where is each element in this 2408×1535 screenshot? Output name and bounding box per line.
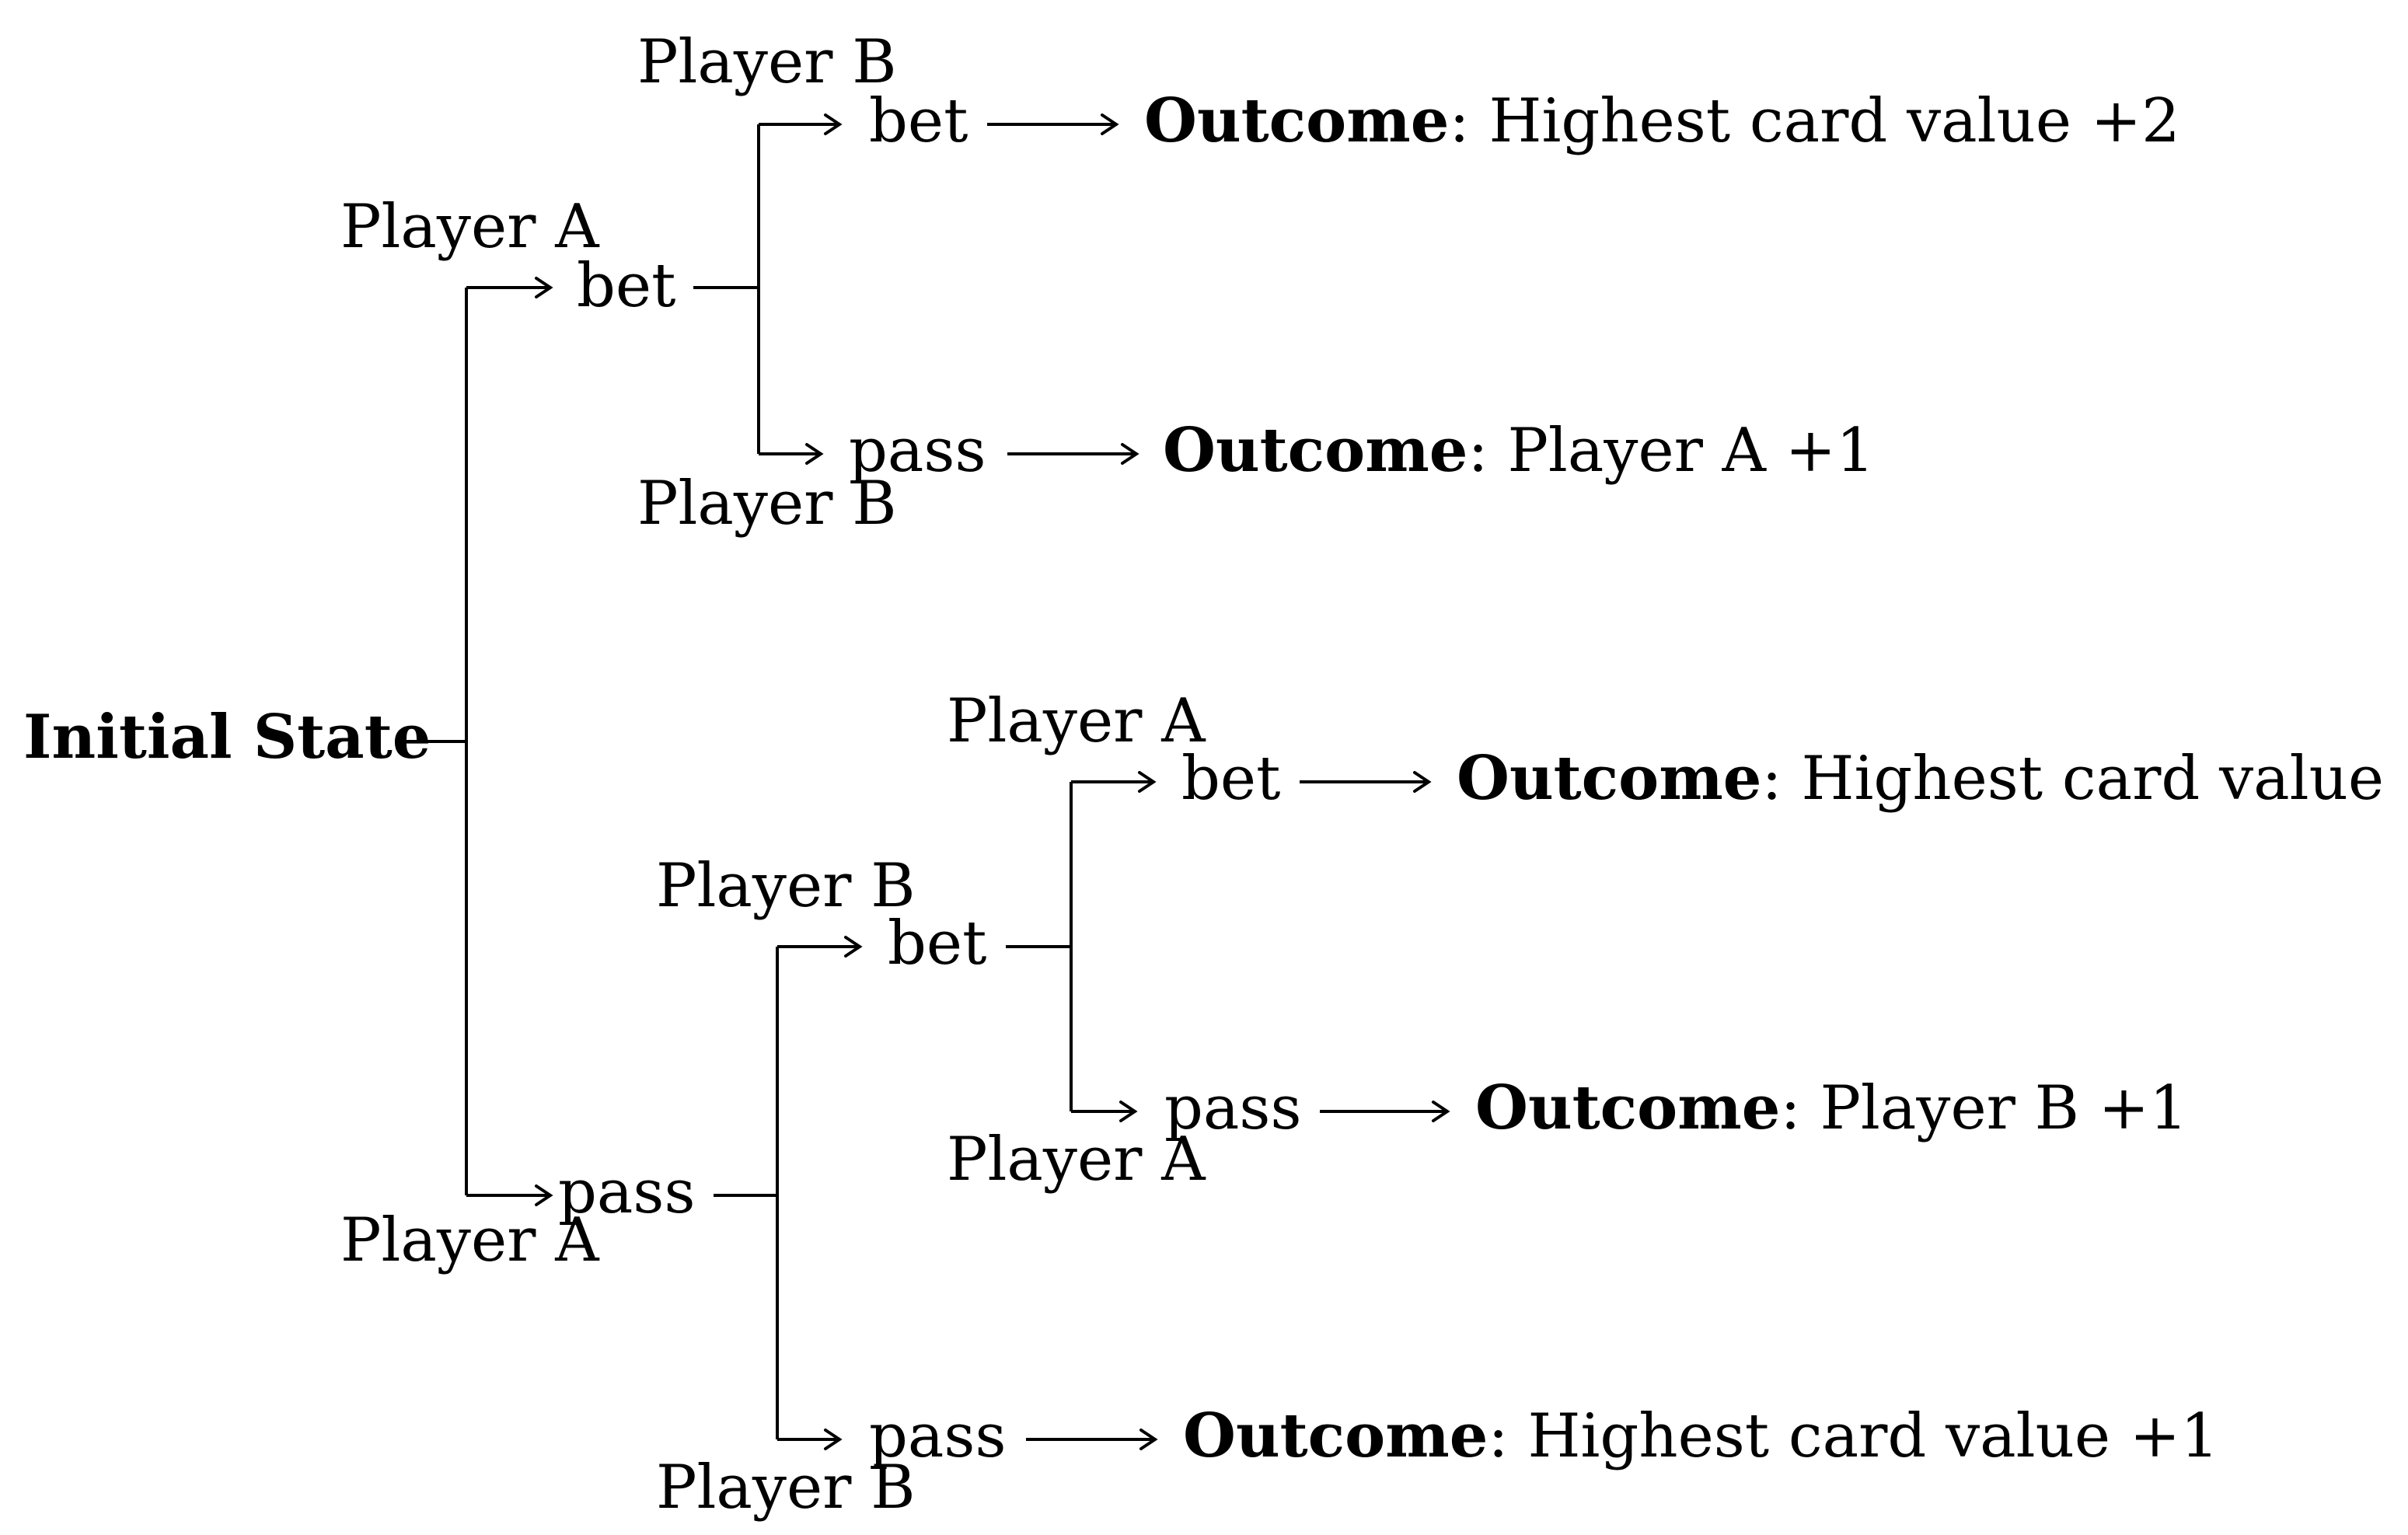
player-a-bet-player: Player A [340,192,600,262]
player-a-rebet-player: Player A [947,686,1206,756]
root-label: Initial State [23,702,431,773]
outcome-1: Outcome: Highest card value +2 [1144,85,2180,156]
player-b-check-action: pass [869,1401,1007,1471]
outcome-5: Outcome: Highest card value +1 [1183,1401,2219,1471]
player-a-pass-action: pass [558,1157,696,1227]
root-connectors [401,277,553,1206]
player-b-check-player: Player B [656,1453,916,1523]
player-a-rebet-action: bet [1181,744,1280,814]
outcome-3: Outcome: Highest card value +2 [1457,743,2408,814]
outcome-2-arrow [1007,443,1139,465]
outcome-5-arrow [1026,1429,1158,1450]
outcome-3-arrow [1300,771,1432,793]
a-pass-connectors [714,936,863,1450]
player-b-bet-after-pass-player: Player B [656,851,916,921]
outcome-4-arrow [1320,1101,1450,1122]
player-b-pass-player: Player B [637,469,897,539]
outcome-2: Outcome: Player A +1 [1163,415,1875,486]
player-a-fold-action: pass [1164,1073,1302,1143]
player-b-bet-player: Player B [637,27,897,97]
player-b-pass-action: pass [849,416,986,486]
a-bet-connectors [693,113,843,465]
player-b-bet-action: bet [869,86,968,156]
player-a-pass-player: Player A [340,1205,600,1275]
player-a-fold-player: Player A [947,1125,1206,1195]
ap-bet-connectors [1006,771,1157,1122]
outcome-4: Outcome: Player B +1 [1475,1073,2188,1143]
player-b-bet-after-pass-action: bet [888,909,986,979]
player-a-bet-action: bet [577,251,675,321]
outcome-1-arrow [987,113,1119,135]
